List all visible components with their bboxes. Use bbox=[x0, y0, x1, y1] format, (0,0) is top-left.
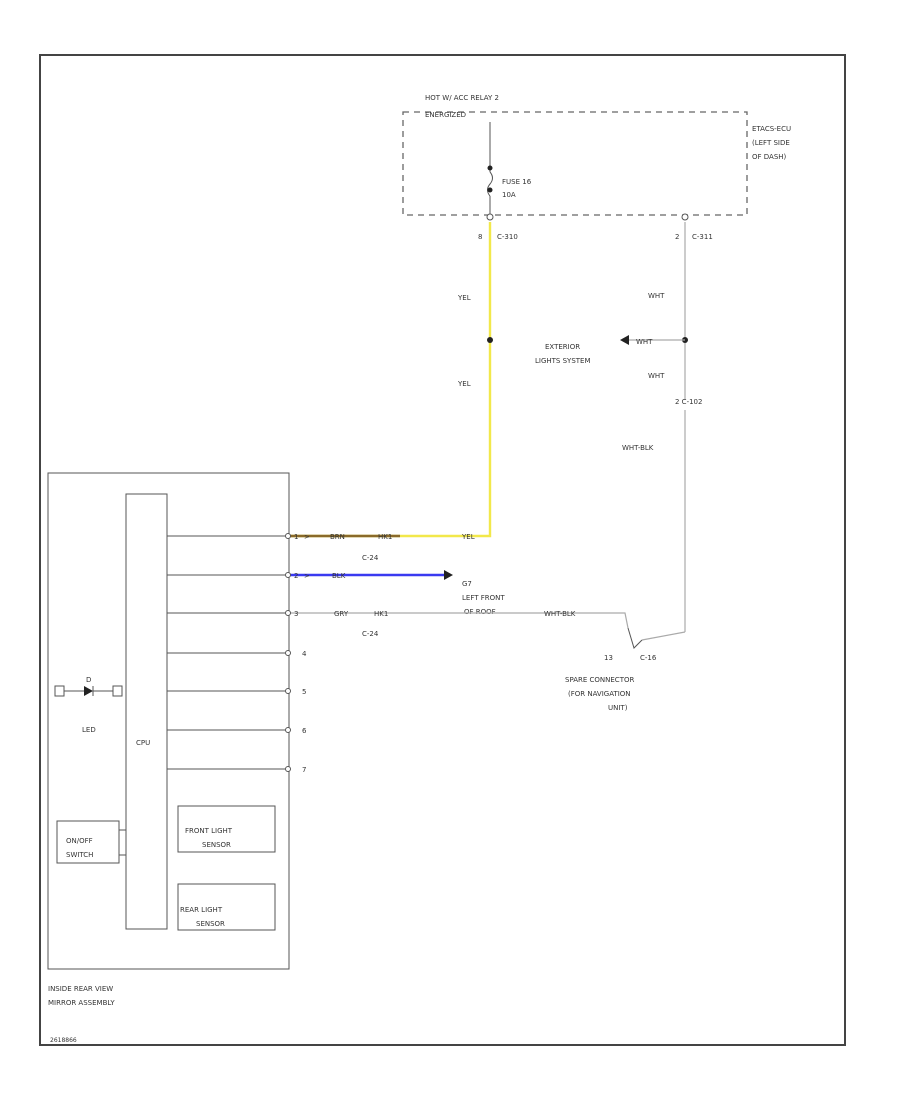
fuse-header-line2: ENERGIZED bbox=[425, 111, 466, 119]
grey-wire bbox=[290, 612, 629, 629]
conn-c24-1: C-24 bbox=[362, 554, 379, 562]
ground-id: G7 bbox=[462, 580, 472, 588]
wire-label-wht-3: WHT bbox=[648, 372, 665, 380]
pin-number-2: 2 bbox=[294, 572, 298, 580]
yellow-splice-node bbox=[487, 337, 493, 343]
pin-right: 2 bbox=[675, 233, 679, 241]
fuse-bottom-node bbox=[487, 187, 493, 193]
pin-terminal-4 bbox=[285, 650, 291, 656]
conn-c24-2: C-24 bbox=[362, 630, 379, 638]
led-label: LED bbox=[82, 726, 96, 734]
ground-arrow bbox=[444, 570, 453, 580]
wire-arrow-1: > bbox=[304, 533, 310, 541]
fuse-header-line1: HOT W/ ACC RELAY 2 bbox=[425, 94, 499, 102]
assembly-label-1: INSIDE REAR VIEW bbox=[48, 985, 113, 993]
yellow-wire bbox=[290, 222, 492, 538]
wire-label-wht-blk-1: WHT-BLK bbox=[622, 444, 654, 452]
etacs-location-line1: ETACS-ECU bbox=[752, 125, 791, 133]
wire-label-brn: BRN bbox=[330, 533, 345, 541]
pin-terminal-5 bbox=[285, 688, 291, 694]
conn-c311: C-311 bbox=[692, 233, 713, 241]
exterior-label-1: EXTERIOR bbox=[545, 343, 580, 351]
rear-light-sensor-box bbox=[177, 883, 276, 931]
onoff-switch-box bbox=[56, 820, 120, 864]
led-diode-symbol bbox=[84, 686, 93, 696]
spare-label-1: SPARE CONNECTOR bbox=[565, 676, 634, 684]
pin-number-3: 3 bbox=[294, 610, 298, 618]
wire-label-wht-blk-2: WHT-BLK bbox=[544, 610, 576, 618]
pin-terminal-1 bbox=[285, 533, 291, 539]
conn-c310: C-310 bbox=[497, 233, 518, 241]
ground-label-2: OF ROOF bbox=[464, 608, 496, 616]
fuse-name: FUSE 16 bbox=[502, 178, 532, 186]
led-right-terminal bbox=[112, 685, 123, 697]
diagram-frame bbox=[39, 54, 846, 1046]
fuse-element bbox=[487, 171, 493, 197]
wire-label-wht-1: WHT bbox=[648, 292, 665, 300]
led-number: D bbox=[86, 676, 91, 684]
pin-number-1: 1 bbox=[294, 533, 298, 541]
exterior-label-2: LIGHTS SYSTEM bbox=[535, 357, 591, 365]
cpu-label: CPU bbox=[136, 739, 150, 747]
conn-hk1: HK1 bbox=[378, 533, 392, 541]
etacs-location-line2: (LEFT SIDE bbox=[752, 139, 790, 147]
rear-sensor-label-1: REAR LIGHT bbox=[180, 906, 223, 914]
pin-number-6: 6 bbox=[302, 727, 307, 735]
onoff-label-2: SWITCH bbox=[66, 851, 93, 859]
fuse-box-terminal-right bbox=[681, 213, 689, 221]
led-left-terminal bbox=[54, 685, 65, 697]
cpu-box bbox=[125, 493, 168, 930]
pin-terminal-3 bbox=[285, 610, 291, 616]
assembly-label-2: MIRROR ASSEMBLY bbox=[48, 999, 115, 1007]
wire-label-yel-1: YEL bbox=[457, 294, 471, 302]
spare-label-2: (FOR NAVIGATION bbox=[568, 690, 631, 698]
conn-hk1-2: HK1 bbox=[374, 610, 388, 618]
front-light-sensor-box bbox=[177, 805, 276, 853]
white-black-wire-diagonal bbox=[641, 631, 686, 641]
front-sensor-label-2: SENSOR bbox=[202, 841, 231, 849]
pin-left: 8 bbox=[478, 233, 482, 241]
pin-terminal-6 bbox=[285, 727, 291, 733]
spare-connector-symbol bbox=[627, 627, 643, 649]
rear-sensor-label-2: SENSOR bbox=[196, 920, 225, 928]
pin-terminal-7 bbox=[285, 766, 291, 772]
wire-label-blk: BLK bbox=[332, 572, 346, 580]
wire-label-gry: GRY bbox=[334, 610, 349, 618]
mirror-assembly-box bbox=[47, 472, 290, 970]
wire-arrow-2: > bbox=[304, 572, 310, 580]
fuse-rating: 10A bbox=[502, 191, 516, 199]
pin-number-4: 4 bbox=[302, 650, 307, 658]
footer-code: 2618866 bbox=[50, 1037, 77, 1044]
front-sensor-label-1: FRONT LIGHT bbox=[185, 827, 233, 835]
wire-label-yel-2: YEL bbox=[457, 380, 471, 388]
spare-label-3: UNIT) bbox=[608, 704, 628, 712]
pin-number-7: 7 bbox=[302, 766, 306, 774]
etacs-location-line3: OF DASH) bbox=[752, 153, 787, 161]
fuse-top-node bbox=[487, 165, 493, 171]
exterior-arrow bbox=[620, 335, 629, 345]
conn-c102: 2 C-102 bbox=[675, 398, 702, 406]
fuse-box-outline bbox=[402, 111, 748, 216]
conn-c16-pin: 13 bbox=[604, 654, 613, 662]
ground-label-1: LEFT FRONT bbox=[462, 594, 505, 602]
fuse-box-terminal-left bbox=[486, 213, 494, 221]
pin-terminal-2 bbox=[285, 572, 291, 578]
wire-label-yel-3: YEL bbox=[461, 533, 475, 541]
pin-number-5: 5 bbox=[302, 688, 306, 696]
wire-label-wht-2: WHT bbox=[636, 338, 653, 346]
onoff-label-1: ON/OFF bbox=[66, 837, 93, 845]
conn-c16: C-16 bbox=[640, 654, 657, 662]
